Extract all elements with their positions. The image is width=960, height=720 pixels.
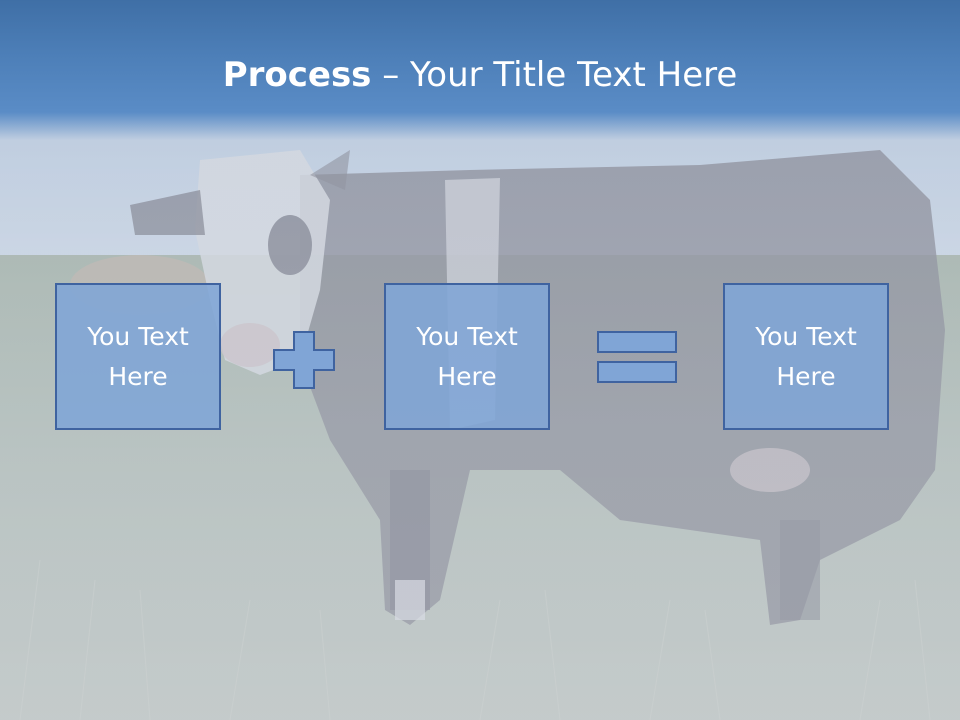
process-box-3: You Text Here bbox=[723, 283, 889, 430]
title-band bbox=[0, 0, 960, 140]
process-box-2: You Text Here bbox=[384, 283, 550, 430]
title-rest: – Your Title Text Here bbox=[371, 55, 738, 95]
title-bold: Process bbox=[222, 55, 372, 95]
slide-title: Process – Your Title Text Here bbox=[0, 52, 960, 98]
plus-icon bbox=[272, 330, 336, 390]
process-box-1: You Text Here bbox=[55, 283, 221, 430]
equals-icon bbox=[596, 330, 678, 384]
